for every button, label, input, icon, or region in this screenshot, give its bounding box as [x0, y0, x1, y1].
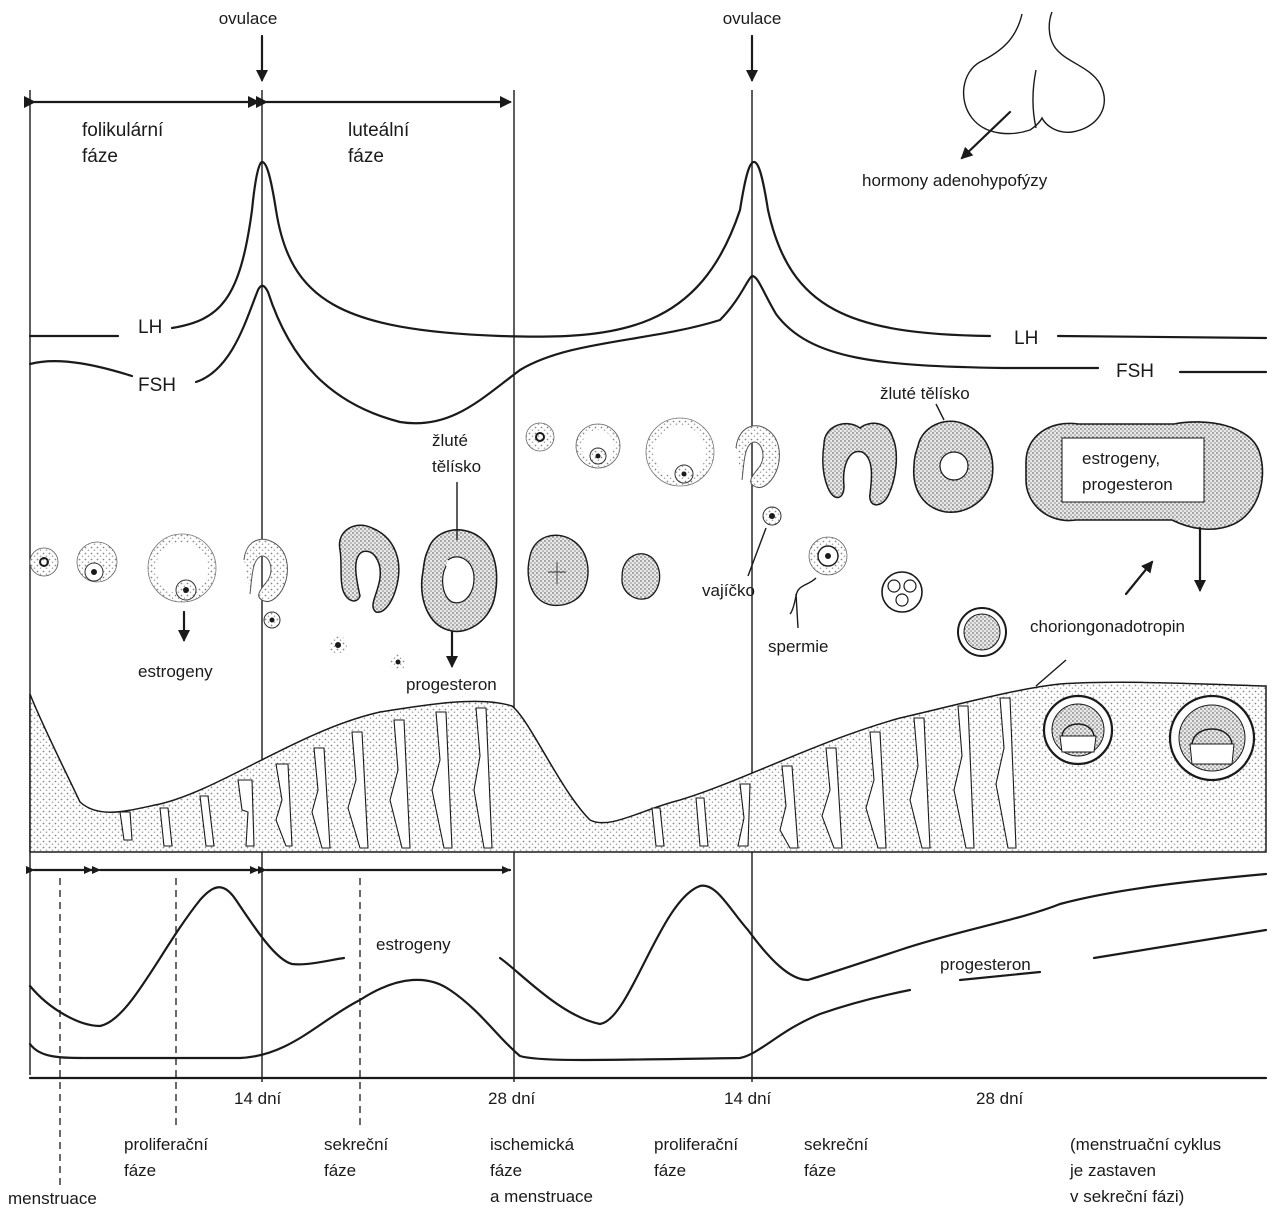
lh-fsh-curves: LH FSH LH FSH — [30, 162, 1266, 423]
ovarian-cycle-2: vajíčko spermie choriongonadotropin žlut… — [526, 384, 1262, 686]
graafian-follicle-1 — [148, 534, 216, 602]
cycle-note-label: (menstruační cyklus — [1070, 1135, 1221, 1154]
primary-follicle-2 — [526, 423, 554, 451]
ovulation-marker-1: ovulace — [219, 9, 278, 80]
secretory-label-2: sekreční — [804, 1135, 869, 1154]
phase-spans: folikulární fáze luteální fáze — [34, 102, 510, 167]
proliferative-label-1b: fáze — [124, 1161, 156, 1180]
steroid-hormone-graph: estrogeny progesteron — [30, 874, 1266, 1078]
phase-boundaries — [60, 878, 360, 1190]
implanted-embryo-1 — [1044, 696, 1112, 764]
early-corpus-luteum-1 — [339, 525, 398, 612]
corpus-albicans-1 — [622, 554, 660, 599]
fsh-label-left: FSH — [138, 375, 176, 396]
ovarian-cycle-1: estrogeny žluté tělísko progesteron — [30, 431, 660, 694]
menstruation-label: menstruace — [8, 1189, 97, 1208]
lh-label-right: LH — [1014, 328, 1038, 349]
box-estrogens-label: estrogeny, — [1082, 449, 1160, 468]
fertilized-egg — [809, 537, 847, 575]
cycle-note-label-c: v sekreční fázi) — [1070, 1187, 1184, 1206]
lh-label-left: LH — [138, 317, 162, 338]
ovulated-egg-1 — [329, 636, 347, 654]
pituitary-hormones-label: hormony adenohypofýzy — [862, 171, 1048, 190]
ovulation-label-2: ovulace — [723, 9, 782, 28]
ruptured-follicle-1 — [244, 539, 287, 628]
estrogen-label: estrogeny — [376, 935, 451, 954]
regressing-corpus-luteum-1 — [528, 535, 588, 605]
progesterone-curve — [30, 930, 1266, 1060]
day-28-label-1: 28 dní — [488, 1089, 536, 1108]
box-progesterone-label: progesteron — [1082, 475, 1173, 494]
secondary-follicle-2 — [576, 424, 620, 468]
luteal-phase-label: luteální — [348, 120, 410, 141]
lh-curve — [30, 162, 1266, 338]
ischemic-label: ischemická — [490, 1135, 575, 1154]
fsh-label-right: FSH — [1116, 361, 1154, 382]
graafian-follicle-2 — [646, 418, 714, 486]
estrogens-label-1: estrogeny — [138, 662, 213, 681]
corpus-luteum-label-1: žluté — [432, 431, 468, 450]
luteal-phase-label-2: fáze — [348, 146, 384, 167]
estrogen-curve — [30, 874, 1266, 1026]
corpus-luteum-1 — [422, 530, 497, 632]
day-labels: 14 dní 28 dní 14 dní 28 dní — [234, 1089, 1024, 1108]
ischemic-label-b: fáze — [490, 1161, 522, 1180]
secretory-label-2b: fáze — [804, 1161, 836, 1180]
ruptured-follicle-2 — [736, 426, 779, 488]
implanted-embryo-2 — [1170, 696, 1254, 780]
day-28-label-2: 28 dní — [976, 1089, 1024, 1108]
cleavage-stage — [882, 572, 922, 612]
morula — [958, 608, 1006, 656]
cycle-note-label-b: je zastaven — [1069, 1161, 1156, 1180]
pituitary-gland: hormony adenohypofýzy — [862, 12, 1104, 190]
proliferative-label-2b: fáze — [654, 1161, 686, 1180]
day-14-label-1: 14 dní — [234, 1089, 282, 1108]
corpus-luteum-label-2: žluté tělísko — [880, 384, 970, 403]
secretory-label-1: sekreční — [324, 1135, 389, 1154]
follicular-phase-label-2: fáze — [82, 146, 118, 167]
egg-label: vajíčko — [702, 581, 755, 600]
ovulation-marker-2: ovulace — [723, 9, 782, 80]
corpus-luteum-label-1b: tělísko — [432, 457, 481, 476]
hcg-label: choriongonadotropin — [1030, 617, 1185, 636]
proliferative-label-2: proliferační — [654, 1135, 738, 1154]
proliferative-label-1: proliferační — [124, 1135, 208, 1154]
secondary-follicle-1 — [77, 542, 117, 582]
ovulated-egg-2 — [390, 654, 406, 670]
progesterone-label: progesteron — [940, 955, 1031, 974]
corpus-luteum-stage-a — [823, 423, 897, 505]
day-14-label-2: 14 dní — [724, 1089, 772, 1108]
ischemic-label-c: a menstruace — [490, 1187, 593, 1206]
endometrial-phase-labels: menstruace proliferační fáze sekreční fá… — [8, 1135, 1221, 1208]
fsh-curve — [30, 276, 1266, 423]
endometrium — [30, 682, 1266, 852]
progesterone-label-1: progesteron — [406, 675, 497, 694]
primary-follicle-1 — [30, 548, 58, 576]
follicular-phase-label: folikulární — [82, 120, 164, 141]
sperm-label: spermie — [768, 637, 828, 656]
ovulation-label-1: ovulace — [219, 9, 278, 28]
secretory-label-1b: fáze — [324, 1161, 356, 1180]
egg — [763, 507, 781, 525]
corpus-luteum-stage-b — [914, 421, 993, 512]
